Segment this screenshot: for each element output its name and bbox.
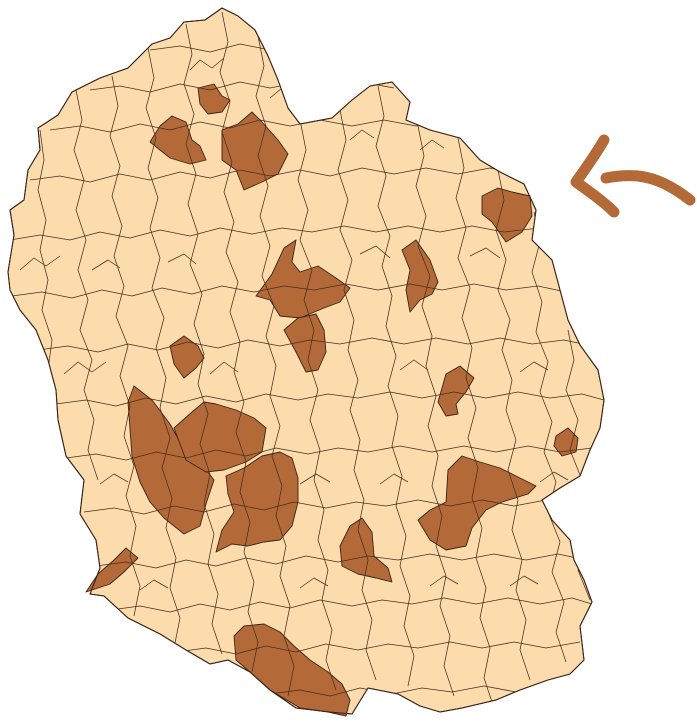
map-outer-border <box>7 7 605 715</box>
hand-drawn-arrow-icon <box>570 134 696 218</box>
border-line <box>175 641 581 655</box>
border-line <box>255 35 295 697</box>
border-line <box>73 89 99 481</box>
highlighted-region <box>417 455 537 551</box>
highlighted-region <box>283 313 327 373</box>
border-line <box>55 391 604 407</box>
border-line <box>375 85 415 687</box>
border-line <box>99 471 569 485</box>
border-line <box>109 75 141 617</box>
highlighted-region <box>85 547 139 593</box>
border-line <box>139 575 539 591</box>
highlighted-region <box>339 517 393 583</box>
border-line <box>149 43 271 53</box>
highlighted-region <box>197 83 231 115</box>
border-line <box>455 137 495 709</box>
border-line <box>63 359 549 375</box>
border-line <box>37 129 53 371</box>
highlighted-region <box>215 451 299 553</box>
border-line <box>83 499 575 515</box>
border-line <box>37 337 593 353</box>
border-line <box>297 119 337 691</box>
highlighted-region <box>553 427 579 457</box>
highlighted-region <box>127 385 215 535</box>
border-line <box>19 245 501 271</box>
highlighted-region <box>437 365 475 417</box>
border-line <box>269 685 549 697</box>
border-line <box>9 225 541 241</box>
highlighted-region <box>149 115 207 165</box>
border-line <box>95 553 587 569</box>
highlighted-region <box>481 187 533 243</box>
highlighted-region <box>169 335 205 379</box>
border-line <box>415 125 455 697</box>
border-line <box>337 109 377 681</box>
arrow-shaft <box>600 170 696 206</box>
border-line <box>29 167 521 183</box>
border-line <box>219 11 259 673</box>
border-line <box>183 23 223 655</box>
highlighted-regions <box>85 83 579 717</box>
border-line <box>11 283 567 299</box>
border-line <box>109 597 593 613</box>
border-line <box>145 47 181 649</box>
border-line <box>495 169 531 681</box>
highlighted-region <box>401 239 439 313</box>
border-line <box>531 211 567 663</box>
arrow-head <box>570 134 620 218</box>
border-line <box>65 445 593 461</box>
border-line <box>49 119 481 133</box>
